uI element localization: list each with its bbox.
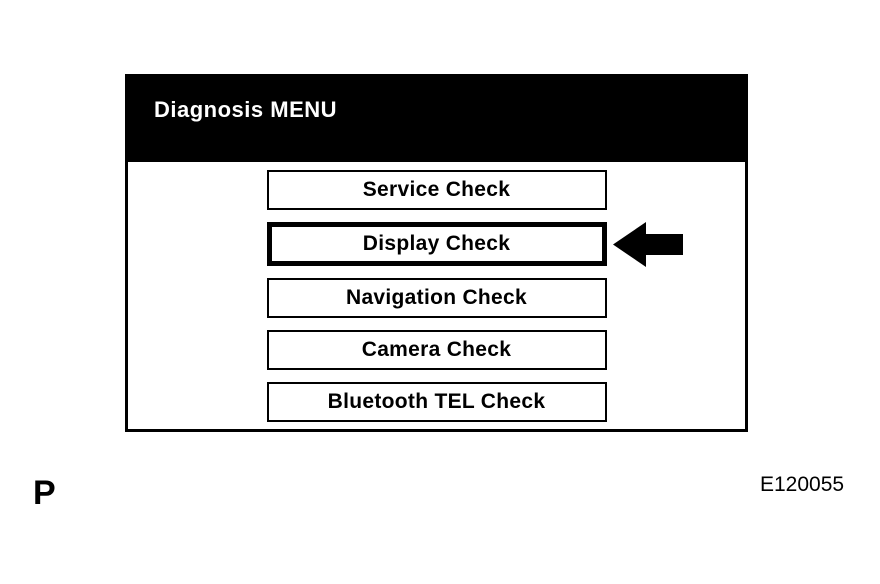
menu-item-bluetooth-tel-check[interactable]: Bluetooth TEL Check	[266, 382, 607, 422]
page-marker: P	[33, 474, 56, 512]
menu-item-navigation-check[interactable]: Navigation Check	[266, 278, 607, 318]
figure-id: E120055	[760, 473, 845, 496]
left-arrow-icon	[613, 222, 683, 267]
menu-button-list: Service Check Display Check Navigation C…	[128, 162, 745, 434]
menu-item-display-check[interactable]: Display Check	[266, 222, 607, 266]
menu-item-service-check[interactable]: Service Check	[266, 170, 607, 210]
page-title: Diagnosis MENU	[154, 97, 338, 122]
screen-title-bar: Diagnosis MENU	[128, 77, 745, 162]
menu-item-camera-check[interactable]: Camera Check	[266, 330, 607, 370]
